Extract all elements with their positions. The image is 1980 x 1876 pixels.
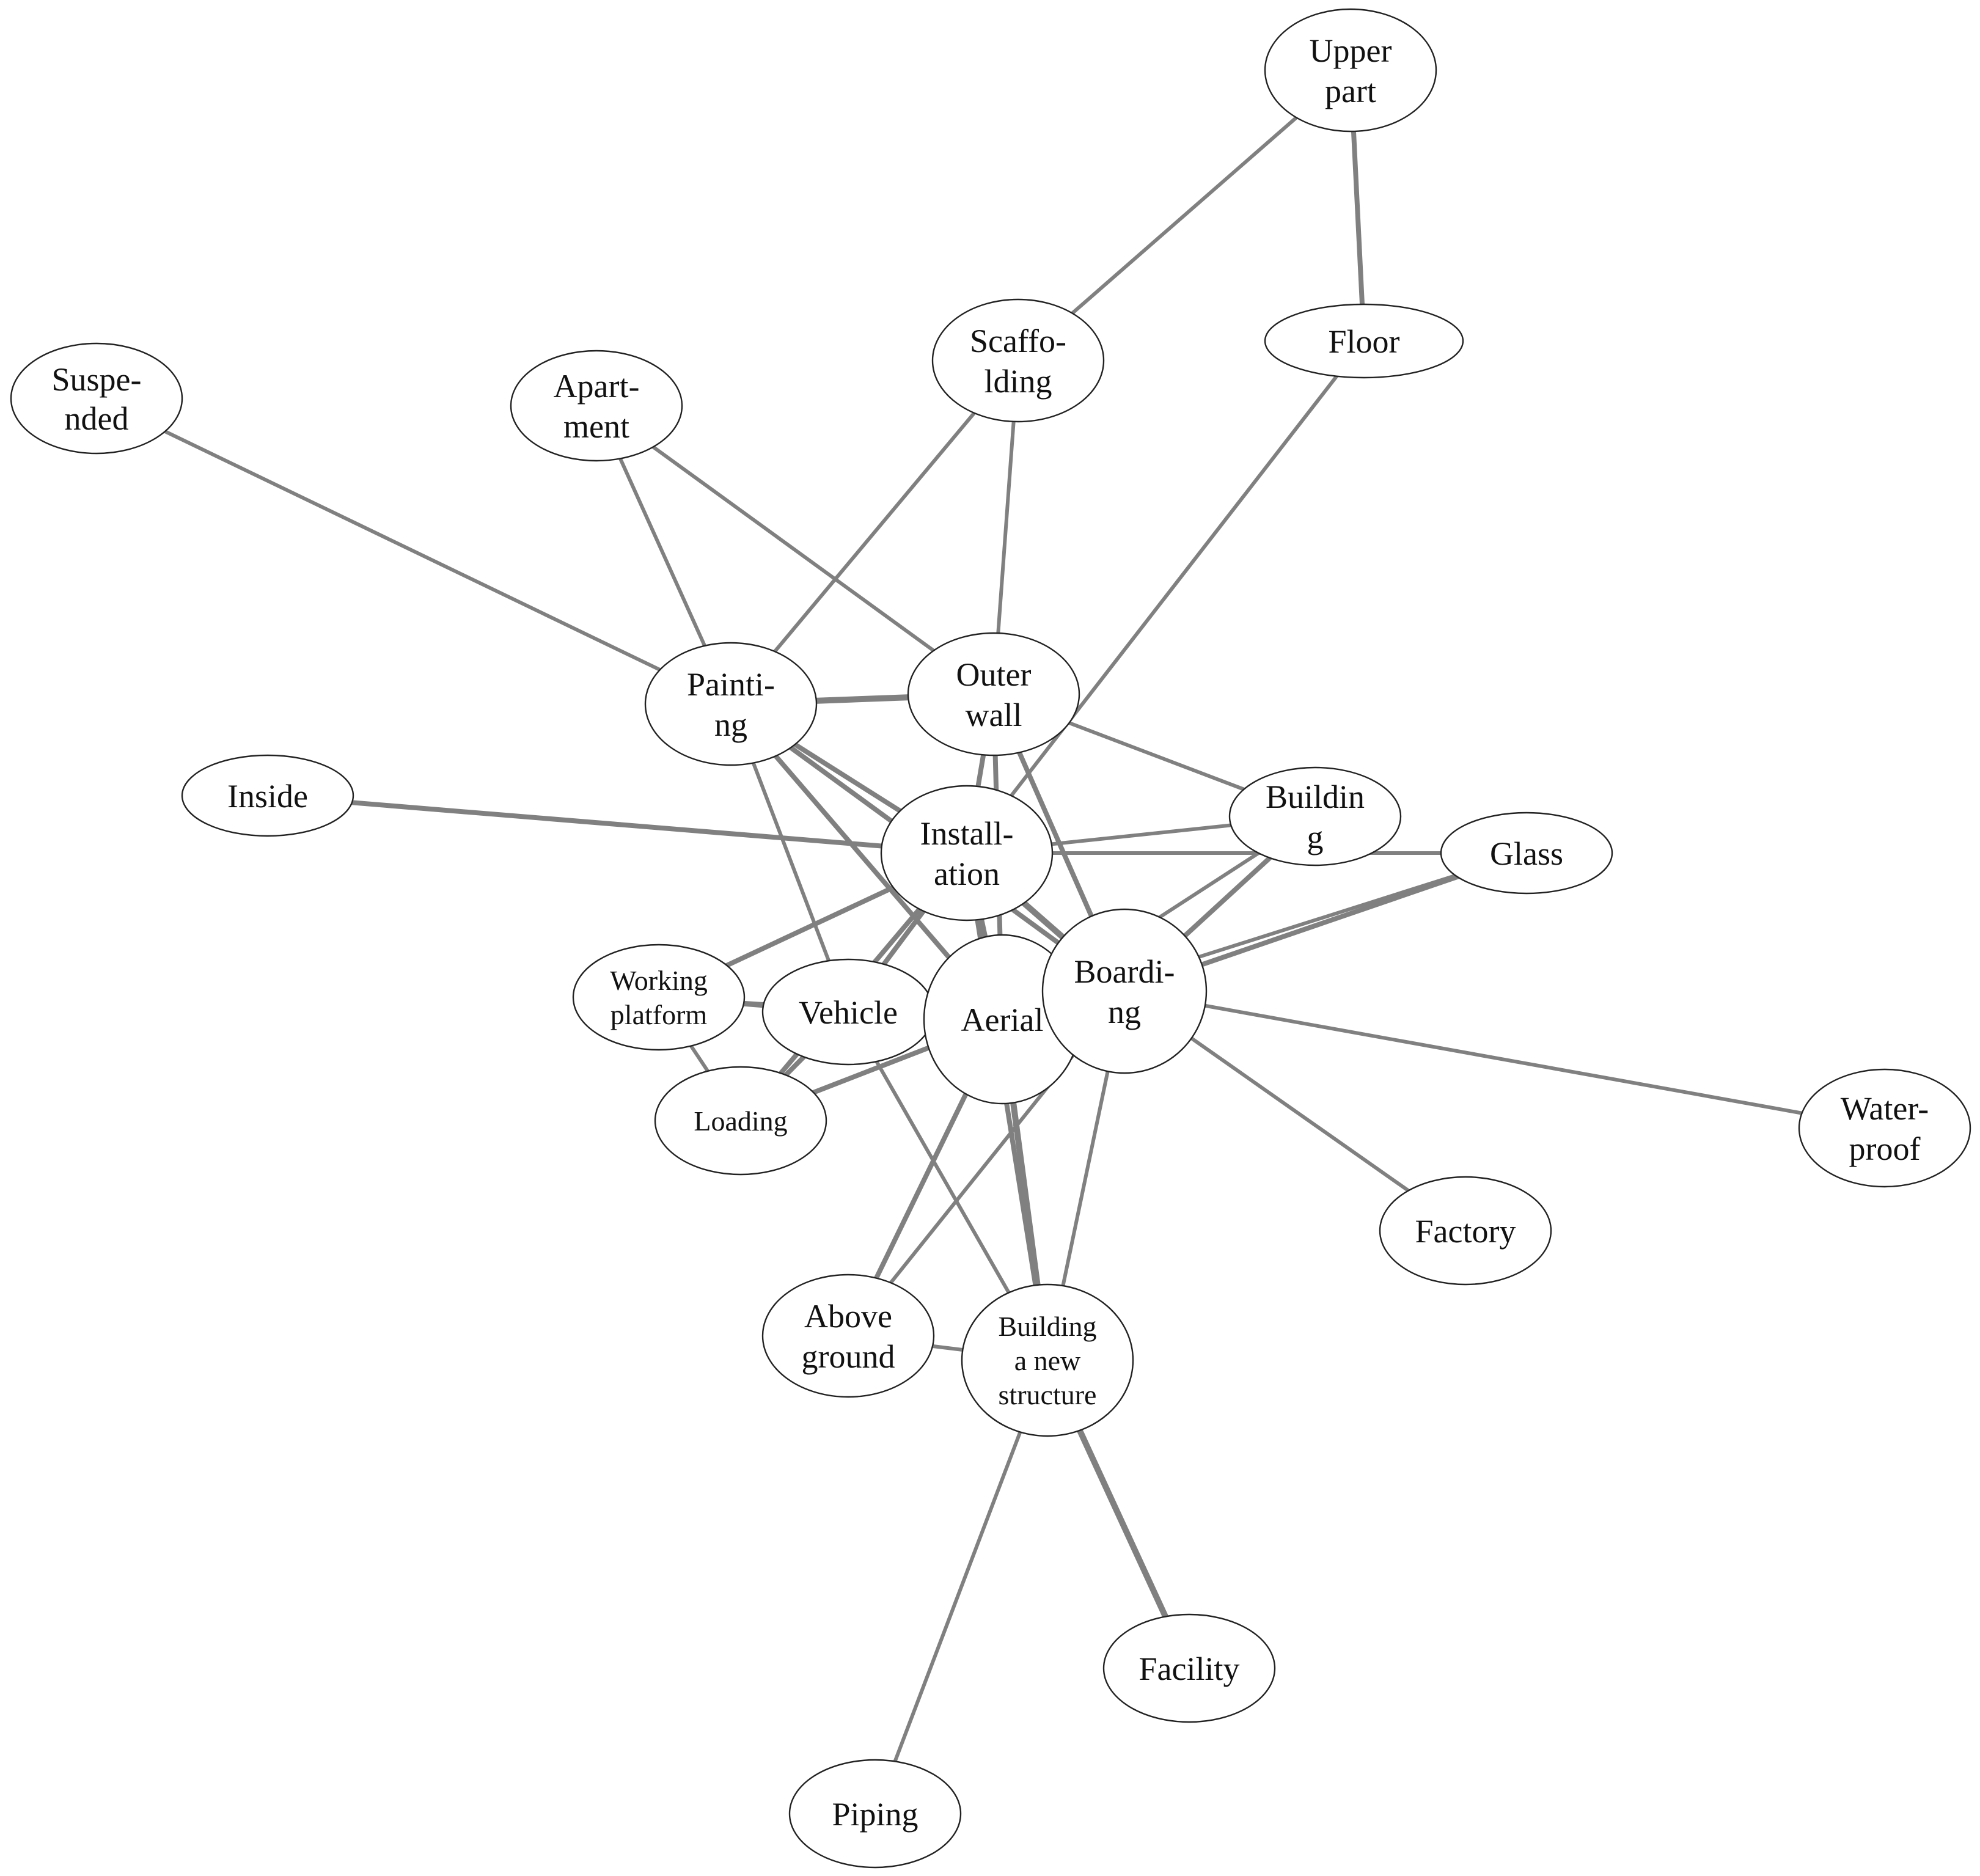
node-label-building-new-structure: Building bbox=[998, 1311, 1096, 1342]
node-label-working-platform: Working bbox=[610, 965, 708, 996]
node-installation: Install-ation bbox=[880, 785, 1054, 922]
node-label-suspended: Suspe- bbox=[52, 361, 142, 398]
node-shape-building bbox=[1228, 766, 1402, 867]
node-building: Buildin g bbox=[1228, 766, 1402, 867]
edge-suspended-painting bbox=[95, 397, 733, 706]
node-outer-wall: Outer wall bbox=[907, 632, 1080, 757]
node-scaffolding: Scaffo-lding bbox=[931, 298, 1105, 423]
node-piping: Piping bbox=[788, 1759, 962, 1869]
edge-inside-installation bbox=[265, 793, 969, 856]
node-label-suspended: nded bbox=[65, 400, 129, 437]
node-label-vehicle: Vehicle bbox=[799, 994, 898, 1031]
node-suspended: Suspe-nded bbox=[10, 342, 183, 455]
node-shape-building-new-structure bbox=[961, 1283, 1134, 1437]
edge-apartment-outer-wall bbox=[595, 404, 996, 696]
node-factory: Factory bbox=[1379, 1176, 1552, 1286]
node-label-building-new-structure: a new bbox=[1014, 1345, 1081, 1376]
node-label-apartment: Apart- bbox=[554, 368, 640, 405]
node-loading: Loading bbox=[654, 1066, 827, 1176]
node-shape-above-ground bbox=[761, 1273, 935, 1398]
node-label-inside: Inside bbox=[227, 778, 308, 815]
node-shape-suspended bbox=[10, 342, 183, 455]
node-shape-upper-part bbox=[1264, 8, 1437, 133]
node-label-boarding: Boardi- bbox=[1074, 953, 1175, 990]
node-shape-factory bbox=[1379, 1176, 1552, 1286]
node-upper-part: Upper part bbox=[1264, 8, 1437, 133]
node-waterproof: Water-proof bbox=[1798, 1068, 1971, 1188]
edge-floor-installation bbox=[965, 339, 1366, 855]
node-shape-outer-wall bbox=[907, 632, 1080, 757]
node-aerial: Aerial bbox=[923, 934, 1082, 1105]
node-label-working-platform: platform bbox=[610, 999, 708, 1030]
node-label-factory: Factory bbox=[1415, 1213, 1516, 1250]
node-label-scaffolding: lding bbox=[984, 363, 1052, 400]
node-label-glass: Glass bbox=[1490, 835, 1563, 872]
node-facility: Facility bbox=[1102, 1613, 1276, 1723]
edge-building-new-structure-piping bbox=[873, 1358, 1049, 1816]
node-label-piping: Piping bbox=[832, 1796, 918, 1833]
node-shape-apartment bbox=[510, 350, 683, 462]
node-label-aerial: Aerial bbox=[961, 1002, 1044, 1038]
node-label-installation: ation bbox=[934, 856, 1000, 892]
node-shape-waterproof bbox=[1798, 1068, 1971, 1188]
node-layer: UpperpartFloorScaffo-ldingSuspe-ndedApar… bbox=[10, 8, 1971, 1869]
node-inside: Inside bbox=[181, 754, 354, 837]
node-label-painting: Painti- bbox=[687, 666, 775, 703]
node-label-boarding: ng bbox=[1108, 994, 1141, 1030]
node-shape-facility bbox=[1102, 1613, 1276, 1723]
node-floor: Floor bbox=[1264, 303, 1464, 379]
edge-boarding-waterproof bbox=[1123, 989, 1887, 1130]
node-label-scaffolding: Scaffo- bbox=[970, 323, 1066, 359]
node-shape-piping bbox=[788, 1759, 962, 1869]
node-label-apartment: ment bbox=[563, 408, 629, 445]
node-shape-painting bbox=[644, 642, 818, 766]
edge-upper-part-scaffolding bbox=[1016, 68, 1352, 362]
edge-scaffolding-painting bbox=[729, 359, 1020, 706]
node-label-outer-wall: wall bbox=[966, 697, 1022, 733]
node-label-above-ground: Above bbox=[804, 1298, 892, 1335]
node-shape-working-platform bbox=[572, 943, 746, 1051]
node-shape-glass bbox=[1440, 812, 1613, 895]
node-label-building: g bbox=[1307, 819, 1324, 856]
node-label-waterproof: Water- bbox=[1841, 1090, 1929, 1127]
node-vehicle: Vehicle bbox=[761, 958, 935, 1066]
node-label-upper-part: Upper bbox=[1310, 32, 1392, 69]
node-label-building: Buildin bbox=[1266, 779, 1365, 815]
node-label-installation: Install- bbox=[920, 815, 1014, 852]
node-glass: Glass bbox=[1440, 812, 1613, 895]
node-apartment: Apart-ment bbox=[510, 350, 683, 462]
node-boarding: Boardi-ng bbox=[1041, 908, 1208, 1074]
node-label-above-ground: ground bbox=[802, 1338, 895, 1375]
node-painting: Painti-ng bbox=[644, 642, 818, 766]
node-label-painting: ng bbox=[714, 706, 747, 743]
node-label-outer-wall: Outer bbox=[956, 656, 1032, 693]
node-shape-inside bbox=[181, 754, 354, 837]
node-label-floor: Floor bbox=[1328, 323, 1399, 360]
node-label-upper-part: part bbox=[1325, 73, 1376, 109]
node-shape-scaffolding bbox=[931, 298, 1105, 423]
node-shape-loading bbox=[654, 1066, 827, 1176]
node-shape-floor bbox=[1264, 303, 1464, 379]
node-shape-boarding bbox=[1041, 908, 1208, 1074]
node-label-building-new-structure: structure bbox=[999, 1379, 1097, 1410]
node-label-waterproof: proof bbox=[1849, 1130, 1921, 1167]
node-label-facility: Facility bbox=[1139, 1651, 1240, 1687]
node-shape-installation bbox=[880, 785, 1054, 922]
node-label-loading: Loading bbox=[694, 1105, 787, 1137]
